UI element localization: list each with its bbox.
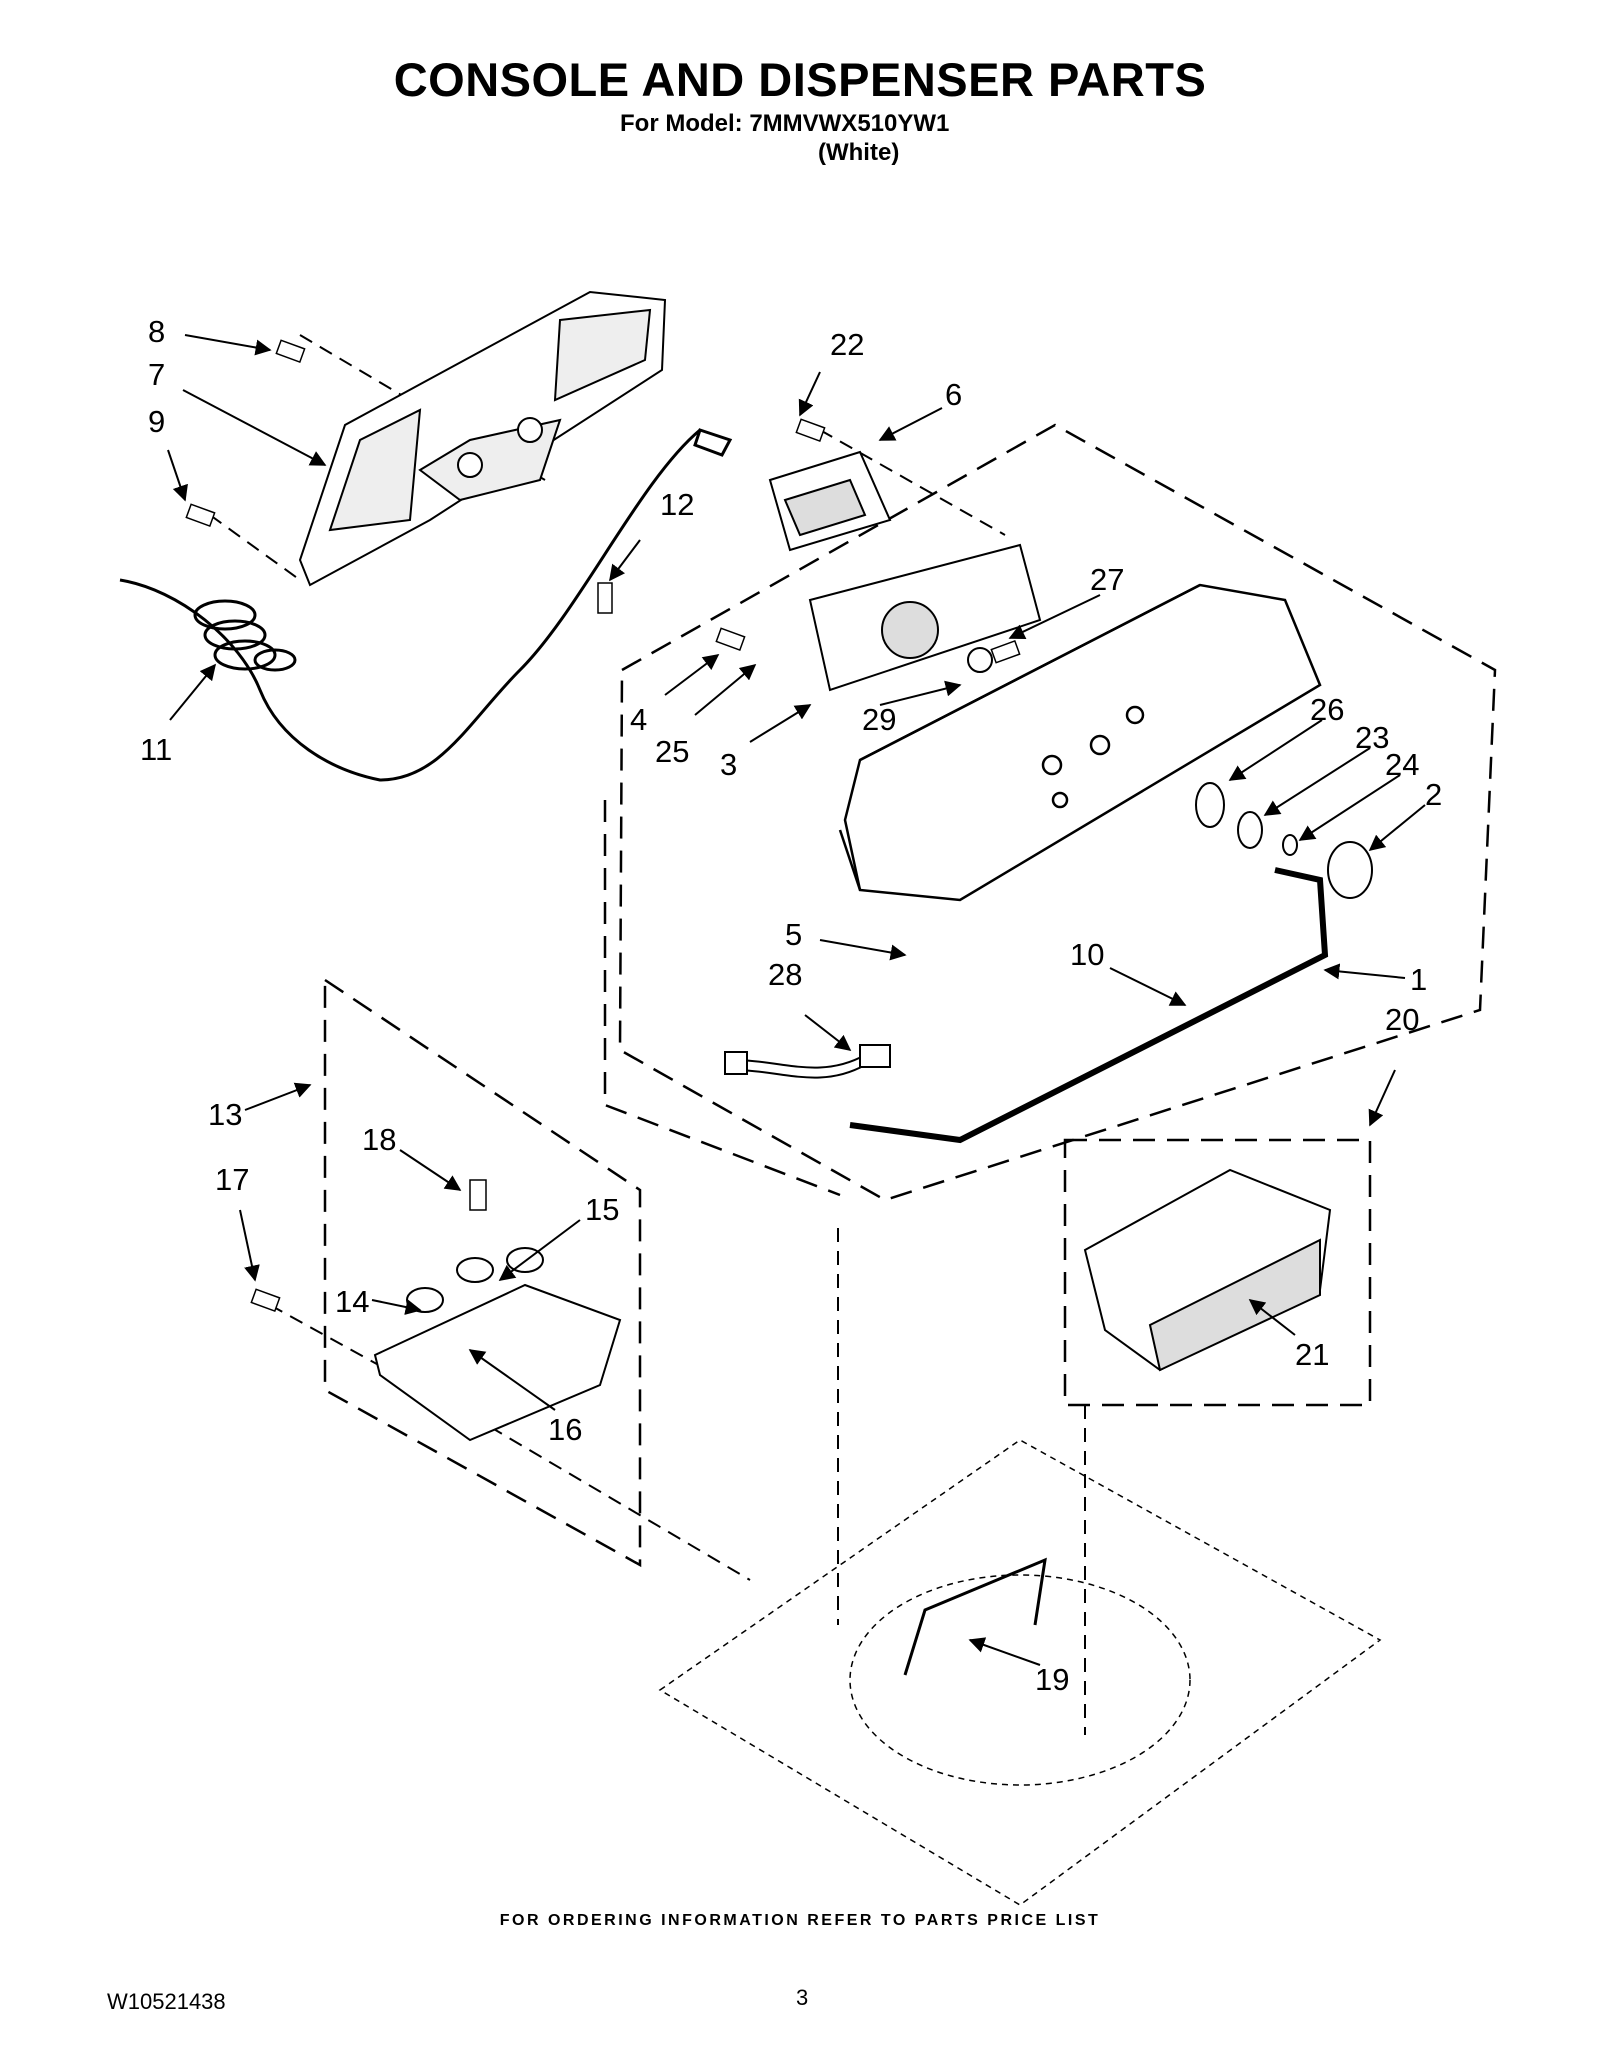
callout-26: 26 bbox=[1310, 692, 1344, 727]
callout-8: 8 bbox=[148, 314, 165, 349]
callout-28: 28 bbox=[768, 957, 802, 992]
leader-lines bbox=[167, 334, 1426, 1666]
align-line-screw-17 bbox=[269, 1304, 461, 1411]
knob-stack-part bbox=[1195, 782, 1373, 899]
callout-25: 25 bbox=[655, 734, 689, 769]
screw-12 bbox=[597, 582, 613, 614]
grouping-boxes bbox=[323, 423, 1497, 1568]
washer-top-part bbox=[658, 1439, 1382, 1906]
screw-8 bbox=[275, 339, 306, 363]
screw-17 bbox=[250, 1288, 281, 1312]
back-panel-part bbox=[298, 290, 667, 587]
callout-3: 3 bbox=[720, 747, 737, 782]
control-board-part bbox=[768, 450, 892, 552]
pressure-hose-part bbox=[849, 867, 1329, 1144]
screw-18 bbox=[469, 1179, 487, 1211]
callout-24: 24 bbox=[1385, 747, 1419, 782]
dispenser-drawer-part bbox=[1083, 1168, 1332, 1372]
callout-20: 20 bbox=[1385, 1002, 1419, 1037]
callout-14: 14 bbox=[335, 1284, 369, 1319]
callout-19: 19 bbox=[1035, 1662, 1069, 1697]
model-line: For Model: 7MMVWX510YW1 bbox=[620, 110, 950, 137]
document-number: W10521438 bbox=[107, 1989, 226, 2014]
ordering-note: FOR ORDERING INFORMATION REFER TO PARTS … bbox=[499, 1912, 1101, 1929]
callout-29: 29 bbox=[862, 702, 896, 737]
callout-2: 2 bbox=[1425, 777, 1442, 812]
callout-18: 18 bbox=[362, 1122, 396, 1157]
screw-22 bbox=[795, 418, 826, 442]
color-line: (White) bbox=[818, 139, 900, 166]
console-inner-box bbox=[603, 800, 841, 1197]
valve-group-box bbox=[323, 977, 642, 1568]
callout-21: 21 bbox=[1295, 1337, 1329, 1372]
align-line-screw-9 bbox=[209, 514, 301, 581]
callout-1: 1 bbox=[1410, 962, 1427, 997]
wire-harness-part bbox=[119, 428, 733, 782]
callout-16: 16 bbox=[548, 1412, 582, 1447]
callout-12: 12 bbox=[660, 487, 694, 522]
ui-board-part bbox=[808, 543, 1042, 692]
callout-labels: 8 7 9 11 12 22 6 27 4 25 3 29 26 23 24 2… bbox=[140, 314, 1442, 1697]
callout-17: 17 bbox=[215, 1162, 249, 1197]
callout-9: 9 bbox=[148, 404, 165, 439]
callout-5: 5 bbox=[785, 917, 802, 952]
align-line-screw-22 bbox=[819, 429, 1006, 536]
dispenser-group-box bbox=[1063, 1138, 1372, 1407]
screw-27 bbox=[990, 640, 1021, 664]
screw-4 bbox=[715, 627, 746, 651]
bracket-part bbox=[903, 1557, 1047, 1676]
align-line-valve-to-top bbox=[469, 1414, 751, 1581]
console-group-box bbox=[618, 423, 1497, 1202]
page-number: 3 bbox=[796, 1985, 809, 2010]
page-title: CONSOLE AND DISPENSER PARTS bbox=[393, 53, 1207, 106]
callout-23: 23 bbox=[1355, 720, 1389, 755]
screw-9 bbox=[185, 503, 216, 527]
dispenser-harness-part bbox=[724, 1044, 891, 1079]
callout-6: 6 bbox=[945, 377, 962, 412]
callout-27: 27 bbox=[1090, 562, 1124, 597]
callout-13: 13 bbox=[208, 1097, 242, 1132]
callout-10: 10 bbox=[1070, 937, 1104, 972]
console-part bbox=[838, 583, 1322, 902]
callout-11: 11 bbox=[140, 732, 172, 767]
callout-4: 4 bbox=[630, 702, 647, 737]
callout-7: 7 bbox=[148, 357, 165, 392]
callout-22: 22 bbox=[830, 327, 864, 362]
callout-15: 15 bbox=[585, 1192, 619, 1227]
screws bbox=[185, 339, 1021, 1312]
valve-assembly-part bbox=[373, 1247, 622, 1442]
